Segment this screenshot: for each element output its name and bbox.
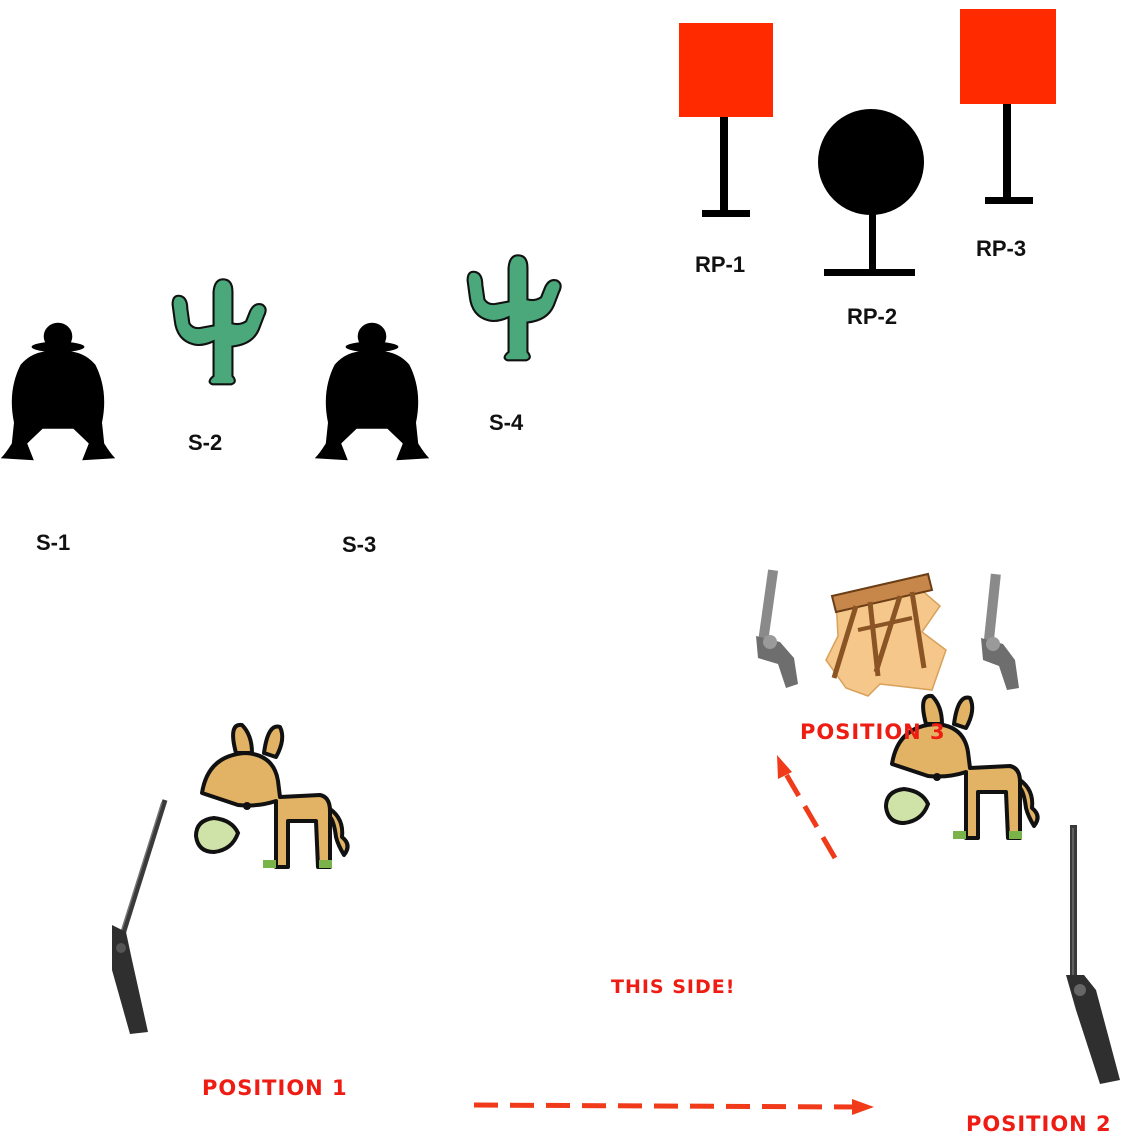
square-target-plate (679, 23, 773, 117)
sawhorse-table-icon (825, 572, 947, 697)
this-side-annotation: THIS SIDE! (611, 976, 736, 998)
target-s-1 (0, 322, 116, 461)
label-rp-1: RP-1 (695, 252, 746, 277)
bandit-silhouette-icon (314, 322, 430, 461)
target-post (1003, 104, 1011, 200)
target-rp-1 (679, 23, 773, 217)
target-base (985, 197, 1033, 204)
move-arrow-p2-to-p3 (777, 755, 838, 860)
target-s-3 (314, 322, 430, 461)
target-post (720, 117, 728, 213)
target-base (702, 210, 750, 217)
circle-target-plate (818, 109, 924, 215)
label-rp-2: RP-2 (847, 304, 898, 329)
position-2-label: POSITION 2 (966, 1112, 1112, 1136)
target-rp-2 (818, 109, 924, 276)
target-post (869, 210, 876, 272)
cactus-icon (171, 278, 267, 386)
position-1-label: POSITION 1 (202, 1076, 348, 1100)
shotgun-icon (112, 799, 168, 1034)
donkey-icon (193, 722, 350, 869)
target-base (824, 269, 915, 276)
label-rp-3: RP-3 (976, 236, 1027, 261)
revolver-icon (981, 573, 1019, 690)
bandit-silhouette-icon (0, 322, 116, 461)
revolver-icon (756, 569, 798, 688)
square-target-plate (960, 9, 1056, 104)
label-s-2: S-2 (188, 430, 223, 455)
rifle-icon (1066, 825, 1120, 1084)
label-s-4: S-4 (489, 410, 524, 435)
move-arrow-p1-to-p2 (473, 1099, 874, 1115)
position-3-label: POSITION 3 (800, 720, 946, 744)
target-rp-3 (960, 9, 1056, 204)
cactus-icon (466, 254, 562, 362)
label-s-1: S-1 (36, 530, 71, 555)
donkey-icon (883, 693, 1040, 840)
label-s-3: S-3 (342, 532, 377, 557)
target-s-4 (466, 254, 562, 362)
target-s-2 (171, 278, 267, 386)
